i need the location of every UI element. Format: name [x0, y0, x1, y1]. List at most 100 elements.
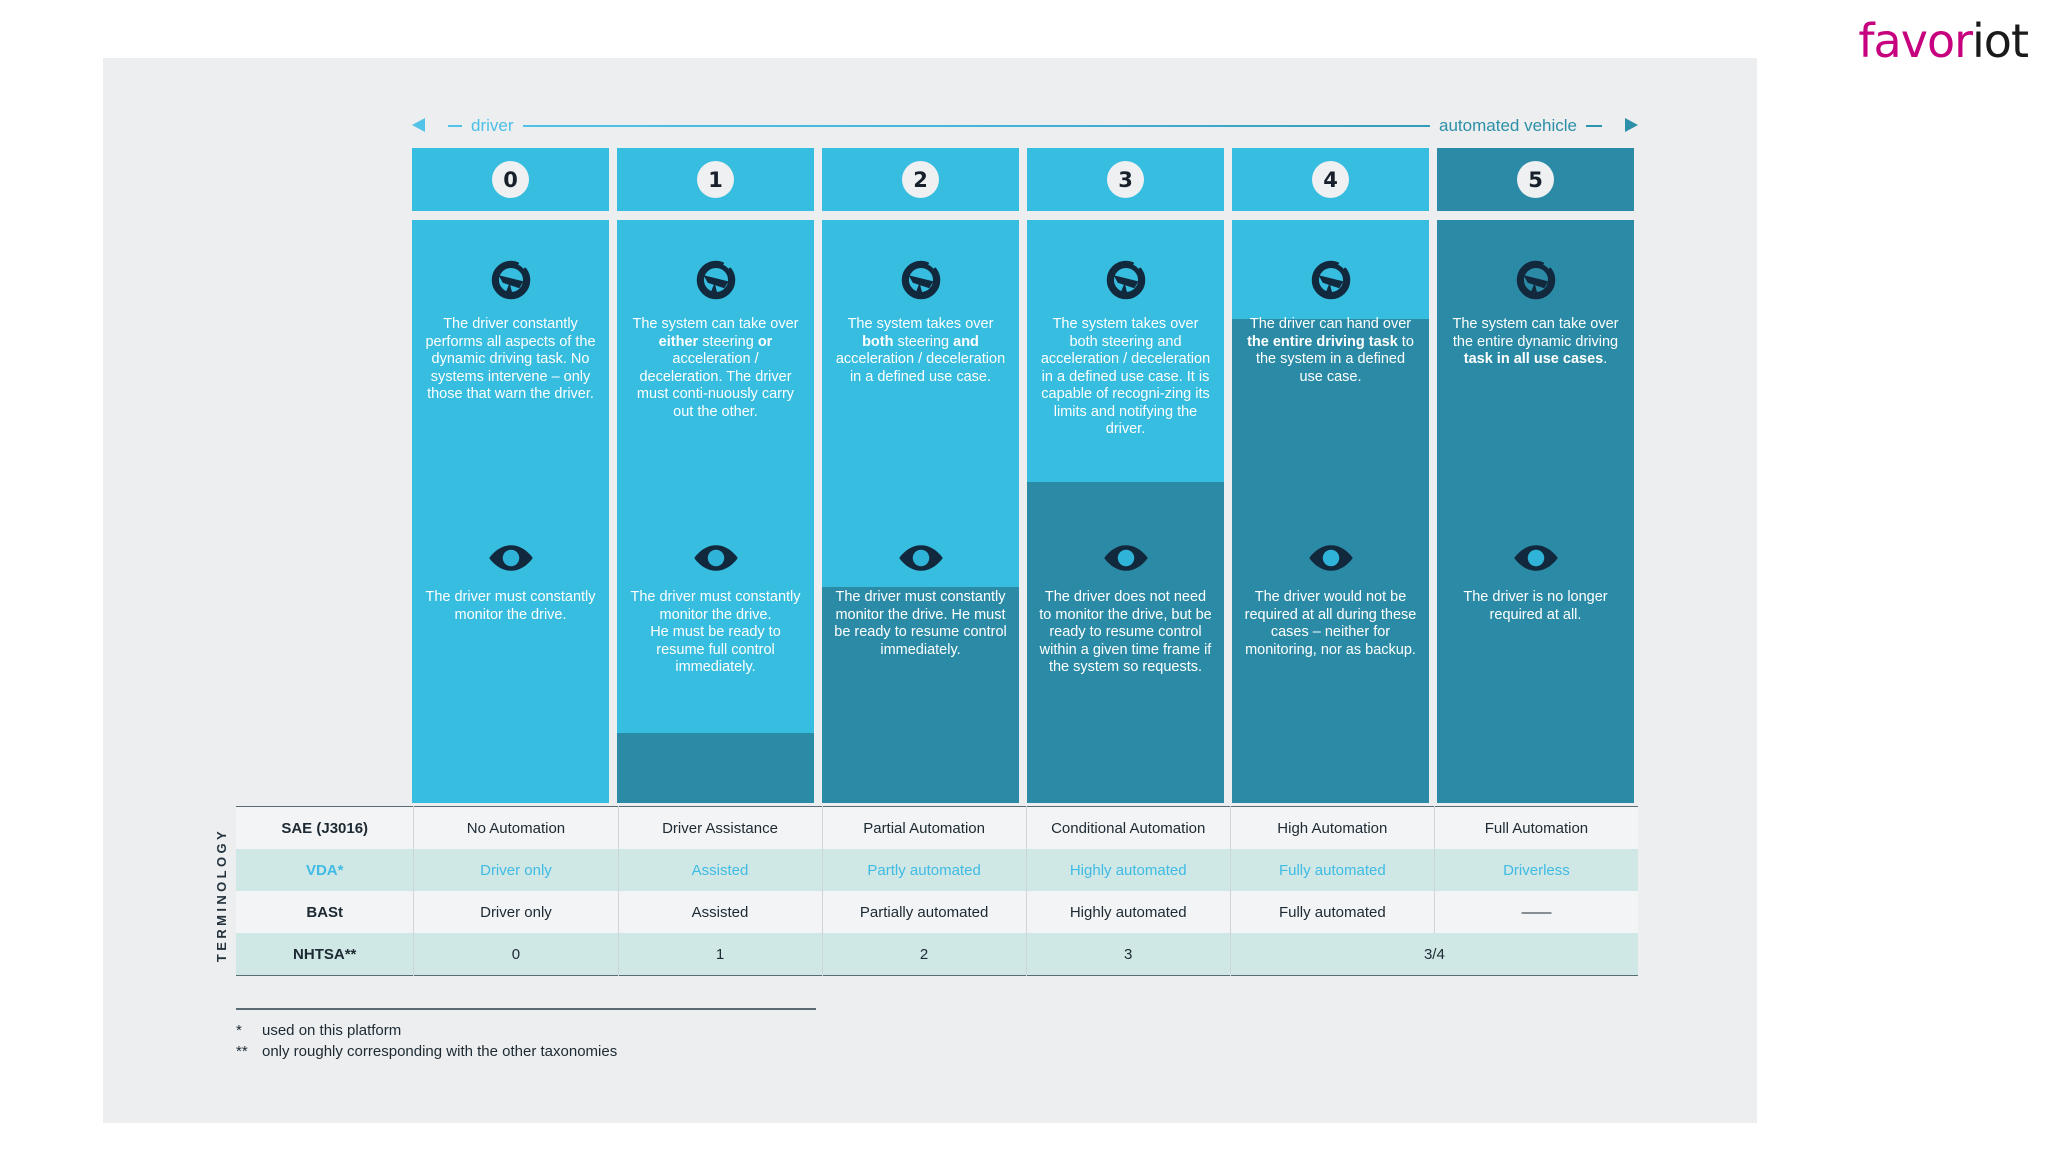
terminology-row-label: NHTSA** [236, 933, 414, 976]
level-content: The system can take over the entire dyna… [1437, 258, 1634, 803]
eye-icon [1232, 541, 1429, 575]
footnote-1: *used on this platform [236, 1022, 401, 1039]
axis-label-automated-vehicle: automated vehicle [1430, 113, 1586, 138]
level-number-badge: 0 [492, 161, 529, 198]
control-section: The system takes over both steering and … [1027, 258, 1224, 541]
steering-wheel-icon [1232, 258, 1429, 302]
eye-icon [1437, 541, 1634, 575]
terminology-cell: Conditional Automation [1025, 806, 1231, 849]
control-text: The system takes over both steering and … [1040, 316, 1211, 438]
monitoring-section: The driver must constantly monitor the d… [822, 541, 1019, 803]
eye-icon [822, 541, 1019, 575]
terminology-cell: Partly automated [821, 849, 1027, 891]
level-header-4: 4 [1232, 148, 1429, 211]
level-body-3: The system takes over both steering and … [1027, 220, 1224, 803]
level-number-badge: 1 [697, 161, 734, 198]
terminology-cell: Partially automated [821, 891, 1027, 933]
monitoring-text: The driver must constantly monitor the d… [630, 589, 801, 676]
level-body-4: The driver can hand over the entire driv… [1232, 220, 1429, 803]
footnote-1-text: used on this platform [262, 1022, 402, 1039]
level-number-badge: 5 [1517, 161, 1554, 198]
steering-wheel-icon [822, 258, 1019, 302]
logo-text-primary: favor [1858, 14, 1973, 68]
level-header-1: 1 [617, 148, 814, 211]
level-content: The driver can hand over the entire driv… [1232, 258, 1429, 803]
level-content: The driver constantly performs all aspec… [412, 258, 609, 803]
eye-icon [1027, 541, 1224, 575]
terminology-cell: Partial Automation [821, 806, 1027, 849]
control-section: The system can take over the entire dyna… [1437, 258, 1634, 541]
terminology-cell: 3 [1025, 933, 1231, 976]
automation-fill-bar [1027, 482, 1224, 803]
terminology-label: TERMINOLOGY [213, 827, 229, 963]
terminology-cell: Full Automation [1433, 806, 1638, 849]
terminology-row-label: BASt [236, 891, 414, 933]
terminology-cell: 3/4 [1229, 933, 1638, 976]
footnote-2-marker: ** [236, 1043, 248, 1060]
terminology-row-label: VDA* [236, 849, 414, 891]
eye-icon [617, 541, 814, 575]
control-text: The system can take over the entire dyna… [1452, 316, 1619, 368]
automation-fill-bar [1437, 220, 1634, 803]
favoriot-logo: favoriot [1858, 14, 2029, 68]
control-section: The driver can hand over the entire driv… [1232, 258, 1429, 541]
terminology-cell: No Automation [413, 806, 619, 849]
terminology-cell: Fully automated [1229, 849, 1435, 891]
level-header-5: 5 [1437, 148, 1634, 211]
level-body-2: The system takes over both steering and … [822, 220, 1019, 803]
terminology-cell: Highly automated [1025, 849, 1231, 891]
automation-spectrum-axis: driver automated vehicle [412, 113, 1638, 139]
arrow-right-icon [1625, 118, 1638, 132]
level-body-0: The driver constantly performs all aspec… [412, 220, 609, 803]
terminology-cell: Driver Assistance [617, 806, 823, 849]
level-number-badge: 3 [1107, 161, 1144, 198]
terminology-cell: —— [1433, 891, 1638, 933]
terminology-cell: Driverless [1433, 849, 1638, 891]
axis-label-driver: driver [462, 113, 523, 138]
monitoring-section: The driver must constantly monitor the d… [617, 541, 814, 803]
control-text: The driver can hand over the entire driv… [1247, 316, 1414, 385]
monitoring-text: The driver is no longer required at all. [1463, 589, 1608, 623]
terminology-cell: 1 [617, 933, 823, 976]
monitoring-text: The driver would not be required at all … [1244, 589, 1417, 658]
level-body-1: The system can take over either steering… [617, 220, 814, 803]
steering-wheel-icon [617, 258, 814, 302]
monitoring-section: The driver must constantly monitor the d… [412, 541, 609, 803]
footnote-2-text: only roughly corresponding with the othe… [262, 1043, 618, 1060]
monitoring-section: The driver is no longer required at all. [1437, 541, 1634, 803]
level-content: The system takes over both steering and … [1027, 258, 1224, 803]
logo-text-secondary: iot [1972, 14, 2029, 68]
terminology-cell: High Automation [1229, 806, 1435, 849]
footnote-2: ** only roughly corresponding with the ot… [236, 1043, 617, 1060]
terminology-cell: Assisted [617, 891, 823, 933]
footnote-divider [236, 1008, 816, 1010]
eye-icon [412, 541, 609, 575]
terminology-cell: 0 [413, 933, 619, 976]
automation-fill-bar [617, 733, 814, 803]
level-header-2: 2 [822, 148, 1019, 211]
level-body-5: The system can take over the entire dyna… [1437, 220, 1634, 803]
control-section: The driver constantly performs all aspec… [412, 258, 609, 541]
monitoring-text: The driver must constantly monitor the d… [834, 589, 1007, 658]
level-number-badge: 4 [1312, 161, 1349, 198]
steering-wheel-icon [1027, 258, 1224, 302]
axis-line [448, 125, 1602, 127]
terminology-cell: 2 [821, 933, 1027, 976]
automation-fill-bar [822, 587, 1019, 803]
monitoring-section: The driver does not need to monitor the … [1027, 541, 1224, 803]
level-content: The system takes over both steering and … [822, 258, 1019, 803]
monitoring-section: The driver would not be required at all … [1232, 541, 1429, 803]
